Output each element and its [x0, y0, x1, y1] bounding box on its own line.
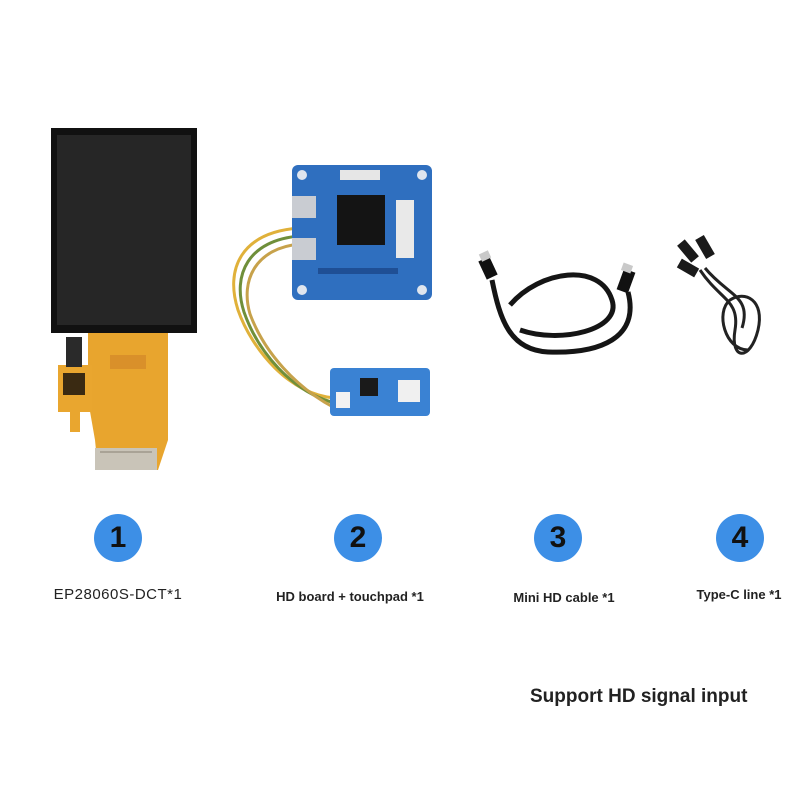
footer-caption: Support HD signal input: [530, 686, 748, 707]
item-3-number-badge: 3: [534, 514, 582, 562]
item-2-label: HD board + touchpad *1: [276, 589, 424, 604]
item-4-number-badge: 4: [716, 514, 764, 562]
item-1-number-badge: 1: [94, 514, 142, 562]
item-1-label: EP28060S-DCT*1: [53, 586, 183, 603]
item-3-label: Mini HD cable *1: [513, 590, 615, 605]
item-2-number-badge: 2: [334, 514, 382, 562]
item-4-label: Type-C line *1: [696, 587, 782, 602]
